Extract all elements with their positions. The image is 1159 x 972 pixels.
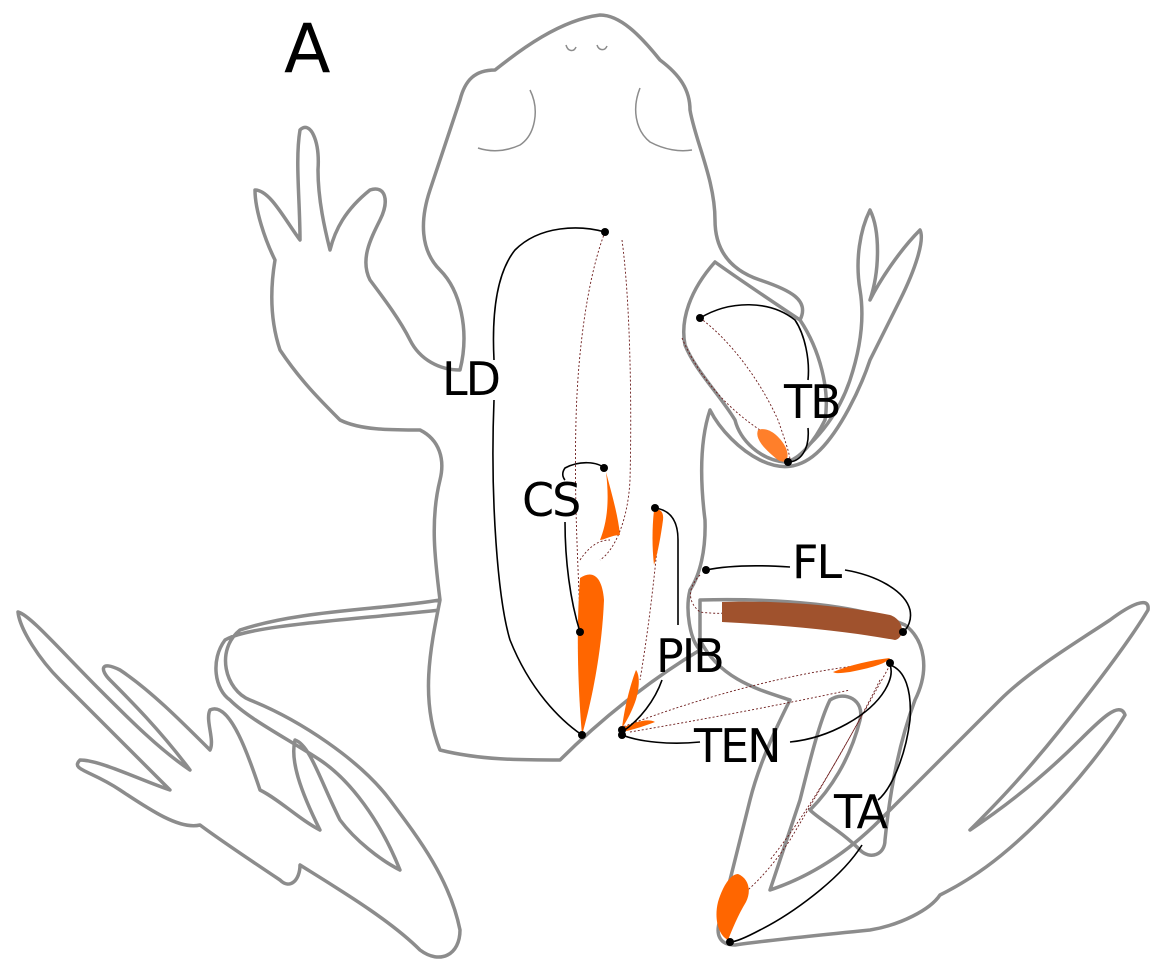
cs-origin-dot <box>600 464 608 472</box>
label-tb: TB <box>783 375 840 429</box>
ten-insertion-dot <box>886 659 894 667</box>
label-ld: LD <box>442 352 499 406</box>
label-pib: PIB <box>656 629 723 683</box>
label-ta: TA <box>833 785 889 839</box>
label-fl: FL <box>792 535 842 589</box>
tb-insertion-dot <box>784 458 792 466</box>
cs-insertion-dot <box>576 628 584 636</box>
ld-origin-dot <box>601 228 609 236</box>
tb-origin-dot <box>696 314 704 322</box>
ten-origin-dot <box>618 731 626 739</box>
pib-origin-dot <box>651 504 659 512</box>
frog-outline <box>18 15 1148 957</box>
label-ten: TEN <box>693 719 780 773</box>
fl-origin-dot <box>702 566 710 574</box>
panel-label: A <box>284 10 331 89</box>
ta-insertion-dot <box>726 938 734 946</box>
ld-insertion-dot <box>578 731 586 739</box>
fl-insertion-dot <box>899 628 907 636</box>
left-hind-leg <box>18 600 460 957</box>
label-cs: CS <box>522 473 579 527</box>
